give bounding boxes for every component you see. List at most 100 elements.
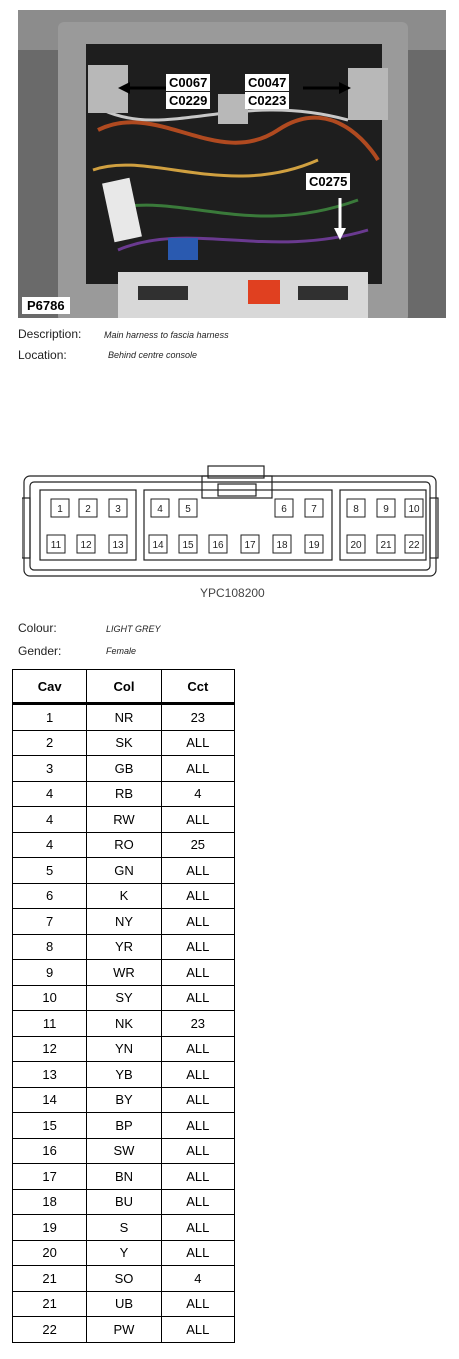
cell-col: NK bbox=[86, 1010, 162, 1037]
cell-cav: 19 bbox=[11, 1214, 88, 1241]
cell-col: K bbox=[86, 882, 162, 909]
cell-cav: 15 bbox=[11, 1112, 88, 1139]
header-cav: Cav bbox=[11, 669, 88, 705]
cell-col: RO bbox=[86, 831, 162, 858]
cell-cav: 12 bbox=[11, 1035, 88, 1062]
cell-cct: 23 bbox=[160, 1010, 236, 1037]
cell-col: RW bbox=[86, 806, 162, 833]
cell-cct: 25 bbox=[160, 831, 236, 858]
connector-pin-label: 6 bbox=[281, 504, 287, 515]
cell-cav: 22 bbox=[11, 1316, 88, 1343]
description-value: Main harness to fascia harness bbox=[104, 330, 229, 340]
connector-pin-cell bbox=[346, 498, 366, 518]
connector-pin-label: 22 bbox=[408, 540, 420, 551]
cell-cav: 2 bbox=[11, 729, 88, 756]
cell-col: GN bbox=[86, 857, 162, 884]
callout-c0223: C0223 bbox=[245, 92, 290, 109]
callout-c0067: C0067 bbox=[166, 74, 211, 91]
cell-cct: ALL bbox=[160, 1137, 236, 1164]
table-header-row: Cav Col Cct bbox=[11, 669, 236, 705]
cell-col: BY bbox=[86, 1086, 162, 1113]
connector-pin-label: 4 bbox=[157, 504, 163, 515]
callout-c0275: C0275 bbox=[306, 173, 351, 190]
cell-cav: 17 bbox=[11, 1163, 88, 1190]
cell-col: BU bbox=[86, 1188, 162, 1215]
cell-col: SK bbox=[86, 729, 162, 756]
connector-pin-label: 7 bbox=[311, 504, 317, 515]
connector-pin-cell bbox=[108, 498, 128, 518]
cell-cct: ALL bbox=[160, 1112, 236, 1139]
cell-cct: ALL bbox=[160, 1239, 236, 1266]
connector-pin-cell bbox=[404, 498, 424, 518]
connector-pin-label: 1 bbox=[57, 504, 63, 515]
cell-col: SY bbox=[86, 984, 162, 1011]
callout-c0229: C0229 bbox=[166, 92, 211, 109]
cell-cav: 7 bbox=[11, 908, 88, 935]
cell-col: PW bbox=[86, 1316, 162, 1343]
cell-col: WR bbox=[86, 959, 162, 986]
connector-pin-label: 8 bbox=[353, 504, 359, 515]
description-label: Description: bbox=[18, 327, 82, 341]
cell-col: YN bbox=[86, 1035, 162, 1062]
photo-id-label: P6786 bbox=[22, 297, 70, 314]
connector-pin-cell bbox=[148, 534, 168, 554]
cell-cav: 21 bbox=[11, 1265, 88, 1292]
connector-pin-cell bbox=[304, 498, 324, 518]
cell-cav: 4 bbox=[11, 806, 88, 833]
cell-cav: 1 bbox=[11, 703, 88, 731]
connector-pin-cell bbox=[208, 534, 228, 554]
connector-pin-label: 5 bbox=[185, 504, 191, 515]
connector-pin-label: 21 bbox=[380, 540, 392, 551]
cell-cav: 6 bbox=[11, 882, 88, 909]
cell-cav: 14 bbox=[11, 1086, 88, 1113]
cell-col: S bbox=[86, 1214, 162, 1241]
connector-pin-cell bbox=[404, 534, 424, 554]
cell-cct: ALL bbox=[160, 1188, 236, 1215]
cell-cct: ALL bbox=[160, 1035, 236, 1062]
colour-label: Colour: bbox=[18, 621, 57, 635]
connector-pin-cell bbox=[376, 498, 396, 518]
cell-cav: 4 bbox=[11, 831, 88, 858]
connector-pin-label: 18 bbox=[276, 540, 288, 551]
cell-cct: ALL bbox=[160, 729, 236, 756]
connector-pin-cell bbox=[150, 498, 170, 518]
connector-pin-cell bbox=[78, 498, 98, 518]
cell-col: UB bbox=[86, 1290, 162, 1317]
cell-cct: ALL bbox=[160, 1290, 236, 1317]
connector-pin-cell bbox=[304, 534, 324, 554]
colour-value: LIGHT GREY bbox=[106, 624, 161, 634]
connector-pin-cell bbox=[240, 534, 260, 554]
connector-pin-label: 16 bbox=[212, 540, 224, 551]
cell-col: YB bbox=[86, 1061, 162, 1088]
cell-cct: 4 bbox=[160, 1265, 236, 1292]
connector-pin-label: 20 bbox=[350, 540, 362, 551]
connector-pin-cell bbox=[376, 534, 396, 554]
cell-cct: ALL bbox=[160, 1061, 236, 1088]
location-label: Location: bbox=[18, 348, 67, 362]
harness-photo: C0067 C0229 C0047 C0223 C0275 P6786 bbox=[18, 10, 446, 318]
connector-pin-cell bbox=[274, 498, 294, 518]
gender-label: Gender: bbox=[18, 644, 62, 658]
connector-pin-label: 19 bbox=[308, 540, 320, 551]
cell-cav: 21 bbox=[11, 1290, 88, 1317]
cell-cct: 4 bbox=[160, 780, 236, 807]
cell-cav: 5 bbox=[11, 857, 88, 884]
connector-pin-cell bbox=[46, 534, 66, 554]
cell-col: BN bbox=[86, 1163, 162, 1190]
cell-cct: 23 bbox=[160, 703, 236, 731]
